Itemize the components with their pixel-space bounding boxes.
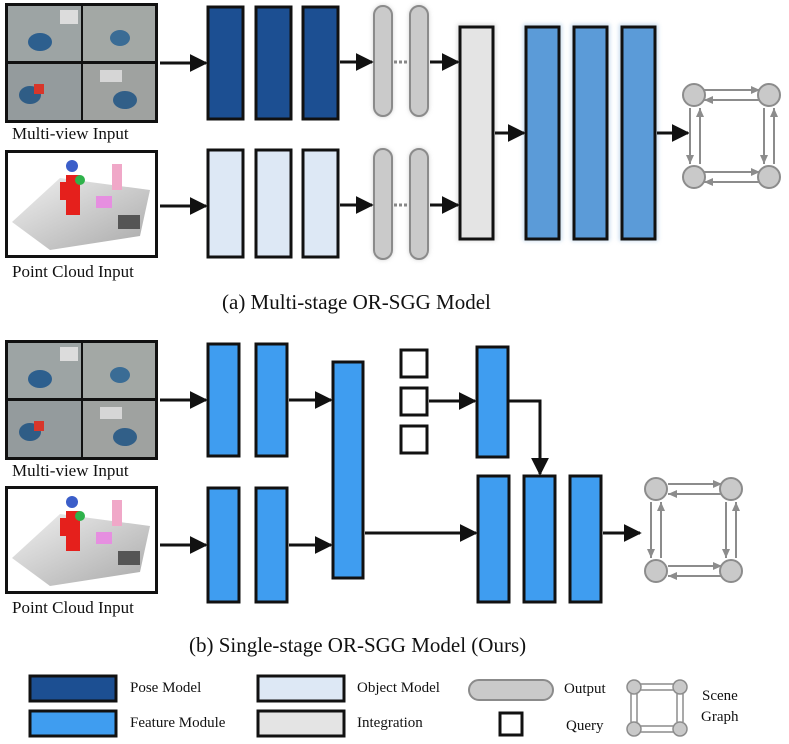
pointcloud-input-image-b: [5, 486, 158, 594]
legend-pose-label: Pose Model: [130, 680, 202, 696]
caption-a: (a) Multi-stage OR-SGG Model: [222, 290, 491, 314]
feature-block-b-query: [475, 345, 510, 459]
legend-pose-swatch: [28, 674, 118, 703]
feature-block-a-2: [572, 25, 609, 241]
pose-model-block-1: [206, 5, 245, 121]
feature-block-b-out-2: [522, 474, 557, 604]
pose-model-block-2: [254, 5, 293, 121]
multiview-input-label-b: Multi-view Input: [12, 461, 129, 480]
legend-object-label: Object Model: [357, 680, 440, 696]
multiview-input-image-b: [5, 340, 158, 460]
pointcloud-input-image-a: [5, 150, 158, 258]
object-model-block-3: [301, 148, 340, 259]
feature-block-a-3: [620, 25, 657, 241]
legend-query-label: Query: [566, 718, 604, 734]
legend-query-swatch: [498, 711, 524, 737]
legend-feature-swatch: [28, 709, 118, 738]
multiview-input-image-a: [5, 3, 158, 123]
query-box-3: [399, 424, 429, 455]
query-box-2: [399, 386, 429, 417]
feature-block-b-mv-2: [254, 342, 289, 458]
output-pill-bottom-1: [373, 148, 393, 260]
feature-block-b-mv-1: [206, 342, 241, 458]
multiview-input-label-a: Multi-view Input: [12, 124, 129, 143]
object-model-block-2: [254, 148, 293, 259]
object-model-block-1: [206, 148, 245, 259]
output-pill-top-1: [373, 5, 393, 117]
scene-graph-b: [644, 477, 743, 583]
feature-block-b-out-1: [476, 474, 511, 604]
legend-output-label: Output: [564, 681, 606, 697]
query-box-1: [399, 348, 429, 379]
legend-output-swatch: [468, 679, 554, 701]
arrow-b-query-down: [509, 399, 549, 476]
legend-scene-graph-icon: [626, 679, 688, 737]
legend-scene-label: Scene: [702, 688, 738, 704]
pose-model-block-3: [301, 5, 340, 121]
integration-block: [458, 25, 495, 241]
pointcloud-input-label-a: Point Cloud Input: [12, 262, 134, 281]
output-pill-bottom-2: [409, 148, 429, 260]
legend-feature-label: Feature Module: [130, 715, 226, 731]
feature-block-a-1: [524, 25, 561, 241]
feature-block-b-pc-1: [206, 486, 241, 604]
output-pill-top-2: [409, 5, 429, 117]
legend-integration-swatch: [256, 709, 346, 738]
feature-block-b-pc-2: [254, 486, 289, 604]
caption-b: (b) Single-stage OR-SGG Model (Ours): [189, 633, 527, 657]
scene-graph-a: [682, 83, 781, 189]
legend-integration-label: Integration: [357, 715, 423, 731]
pointcloud-input-label-b: Point Cloud Input: [12, 598, 134, 617]
feature-block-b-out-3: [568, 474, 603, 604]
feature-block-b-fusion: [331, 360, 365, 580]
legend-object-swatch: [256, 674, 346, 703]
legend-graph-label: Graph: [701, 709, 739, 725]
